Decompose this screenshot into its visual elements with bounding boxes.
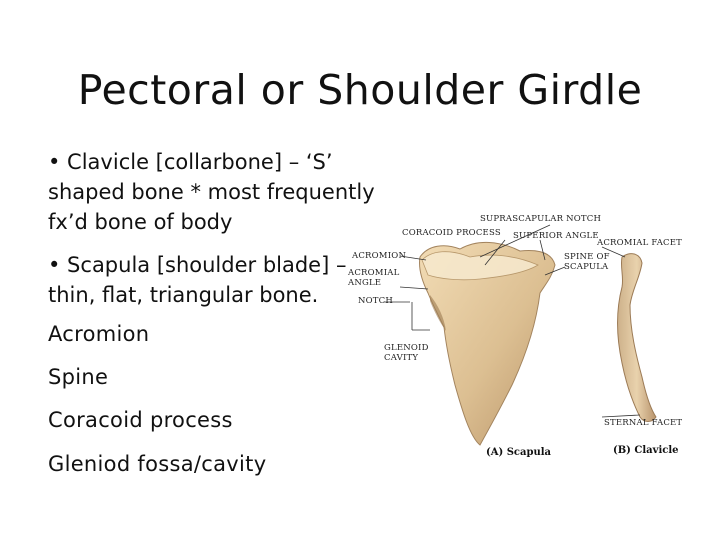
bullet-scapula-line: • Scapula [shoulder blade] – [48, 253, 347, 277]
scapula-clavicle-figure: SUPRASCAPULAR NOTCH CORACOID PROCESS SUP… [340, 205, 715, 470]
list-item-acromion: Acromion [48, 322, 150, 346]
label-spine-of-scapula-line2: SCAPULA [564, 262, 609, 272]
bullet-scapula: • Scapula [shoulder blade] – thin, flat,… [48, 250, 346, 310]
label-sternal-facet: STERNAL FACET [604, 418, 683, 428]
label-coracoid-process: CORACOID PROCESS [402, 228, 501, 238]
label-acromial-angle-line1: ACROMIAL [348, 268, 400, 278]
bullet-clavicle-line: • Clavicle [collarbone] – ‘S’ [48, 150, 333, 174]
clavicle-shape [617, 253, 657, 422]
bone-illustration [384, 224, 657, 446]
label-acromial-angle-line2: ANGLE [348, 278, 382, 288]
bullet-scapula-line: thin, flat, triangular bone. [48, 283, 319, 307]
label-glenoid-cavity-line1: GLENOID [384, 343, 429, 353]
acromion-shape [421, 251, 539, 281]
list-item-coracoid-process: Coracoid process [48, 408, 233, 432]
caption-clavicle: (B) Clavicle [613, 445, 679, 456]
bullet-clavicle-line: fx’d bone of body [48, 210, 233, 234]
label-glenoid-cavity-line2: CAVITY [384, 353, 419, 363]
label-notch: NOTCH [358, 296, 393, 306]
label-acromion: ACROMION [352, 251, 407, 261]
label-acromial-facet: ACROMIAL FACET [597, 238, 683, 248]
label-superior-angle: SUPERIOR ANGLE [513, 231, 599, 241]
label-spine-of-scapula-line1: SPINE OF [564, 252, 610, 262]
list-item-spine: Spine [48, 365, 109, 389]
bullet-clavicle-line: shaped bone * most frequently [48, 180, 375, 204]
slide-title: Pectoral or Shoulder Girdle [77, 66, 643, 114]
label-suprascapular-notch: SUPRASCAPULAR NOTCH [480, 214, 602, 224]
glenoid-shape [430, 295, 446, 331]
bullet-clavicle: • Clavicle [collarbone] – ‘S’ shaped bon… [48, 147, 375, 237]
caption-scapula: (A) Scapula [486, 447, 552, 458]
list-item-glenoid-cavity: Gleniod fossa/cavity [48, 452, 267, 476]
